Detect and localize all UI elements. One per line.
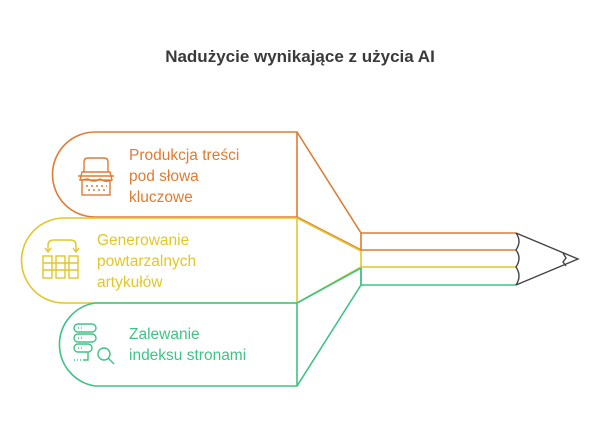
segment-shape [58, 302, 298, 387]
segment-repetitive-articles: Generowanie powtarzalnych artykułów [20, 217, 362, 304]
segment-content-production: Produkcja treści pod słowa kluczowe [51, 131, 362, 251]
segment-shape [51, 131, 298, 218]
segment-label-line: artykułów [97, 274, 163, 291]
typewriter-icon [78, 157, 114, 196]
segment-shape [20, 217, 298, 304]
segment-label-line: pod słowa [129, 168, 199, 185]
segment-label-line: indeksu stronami [129, 347, 246, 364]
segment-connector [296, 131, 362, 251]
pencil-tip-icon [515, 232, 580, 286]
pencil [360, 232, 580, 286]
segment-label-line: Generowanie [97, 232, 189, 249]
segment-connector [296, 266, 362, 387]
pencil-stripe-orange [360, 232, 516, 251]
pencil-stripe-green [360, 268, 516, 286]
segment-label-line: powtarzalnych [97, 253, 196, 270]
repeat-columns-icon [42, 239, 80, 279]
segment-label-line: Produkcja treści [129, 147, 239, 164]
segment-label-line: kluczowe [129, 189, 193, 206]
segment-label-line: Zalewanie [129, 326, 200, 343]
server-search-icon [73, 323, 115, 365]
segment-index-flooding: Zalewanie indeksu stronami [58, 266, 362, 387]
segment-connector [296, 217, 362, 304]
diagram-title: Nadużycie wynikające z użycia AI [165, 47, 435, 66]
pencil-stripe-yellow [360, 251, 516, 268]
